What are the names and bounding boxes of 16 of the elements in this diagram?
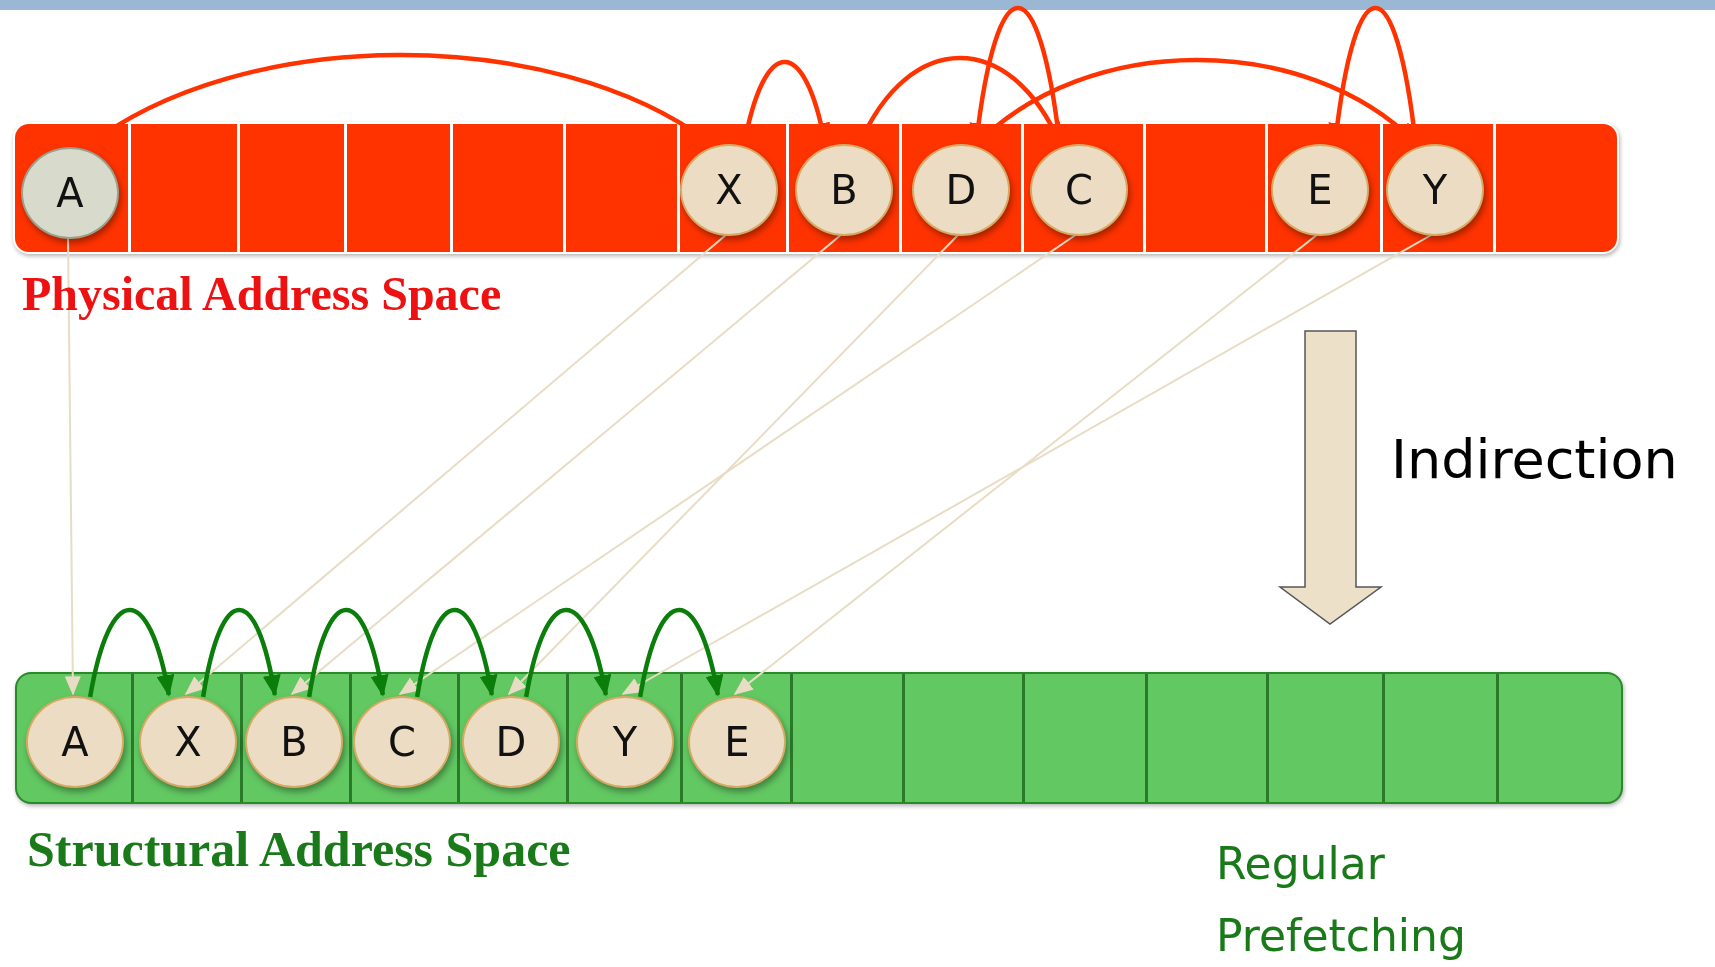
arrow (637, 608, 723, 698)
section-title: Physical Address Space (22, 266, 502, 321)
arrow (87, 608, 174, 698)
prefetching-label: Regular Prefetching (1216, 837, 1467, 963)
arrow (621, 233, 1434, 695)
arrow (507, 233, 960, 696)
arrow (306, 608, 388, 698)
indirection-label: Indirection (1391, 428, 1678, 491)
memory-bar (15, 672, 1623, 804)
section-title: Structural Address Space (27, 820, 571, 878)
arrow (398, 233, 1078, 695)
arrow (523, 608, 611, 698)
arrow (200, 608, 281, 698)
memory-bar (13, 122, 1619, 254)
arrow (64, 236, 81, 696)
arrow (414, 608, 497, 698)
